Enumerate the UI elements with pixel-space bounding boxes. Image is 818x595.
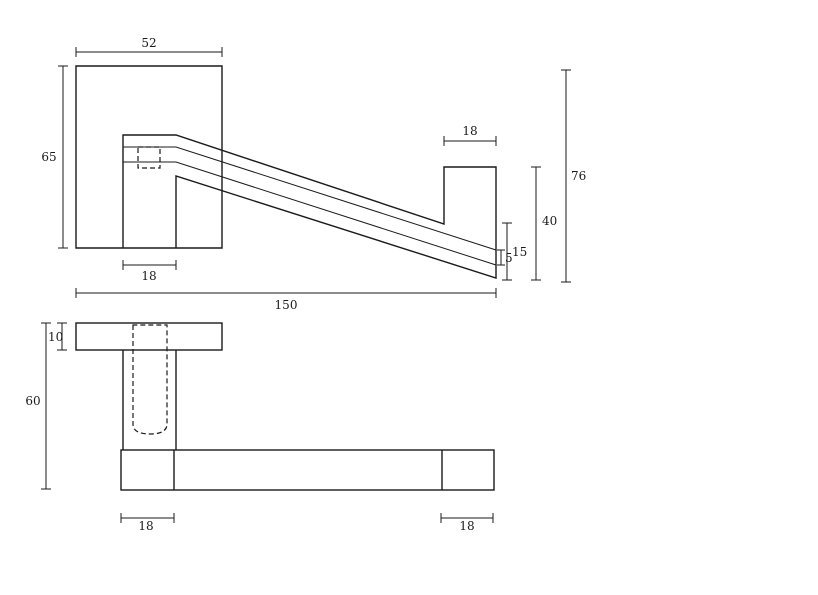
dim-label-65: 65 bbox=[41, 150, 56, 164]
top-view: 52 65 18 18 5 bbox=[41, 36, 586, 312]
dim-left-18: 18 bbox=[120, 513, 175, 533]
front-hidden-slot bbox=[132, 324, 168, 435]
dim-height-65: 65 bbox=[41, 65, 68, 249]
dim-label-15: 15 bbox=[512, 245, 527, 259]
dim-post-18: 18 bbox=[122, 260, 177, 283]
dim-width-52: 52 bbox=[75, 36, 223, 57]
front-arm bbox=[120, 449, 495, 491]
front-view: 10 60 18 18 bbox=[25, 322, 495, 533]
dim-tab-40: 40 bbox=[531, 166, 557, 281]
dim-end-5: 5 bbox=[497, 249, 513, 266]
dim-label-right-18: 18 bbox=[459, 519, 474, 533]
dim-label-150: 150 bbox=[275, 298, 298, 312]
dim-right-18: 18 bbox=[440, 513, 494, 533]
dim-label-60: 60 bbox=[25, 394, 40, 408]
dim-label-tab-18: 18 bbox=[462, 124, 477, 138]
dim-total-76: 76 bbox=[561, 69, 586, 283]
arm-outline bbox=[122, 134, 497, 279]
dim-label-post-18: 18 bbox=[141, 269, 156, 283]
dim-plate-10: 10 bbox=[48, 322, 67, 351]
dim-length-150: 150 bbox=[75, 288, 497, 312]
dim-height-60: 60 bbox=[25, 322, 51, 490]
dim-label-10: 10 bbox=[48, 330, 63, 344]
dim-label-52: 52 bbox=[141, 36, 156, 50]
dim-label-76: 76 bbox=[571, 169, 586, 183]
dim-label-40: 40 bbox=[542, 214, 557, 228]
dim-label-5: 5 bbox=[505, 251, 513, 265]
hidden-hole bbox=[137, 146, 161, 169]
top-view-outline bbox=[75, 65, 223, 249]
front-post bbox=[122, 350, 177, 450]
dim-end-15: 15 bbox=[502, 222, 527, 281]
front-plate bbox=[75, 322, 223, 351]
arm-slot-lower bbox=[123, 161, 497, 266]
dim-tab-18: 18 bbox=[443, 124, 497, 146]
dim-label-left-18: 18 bbox=[138, 519, 153, 533]
